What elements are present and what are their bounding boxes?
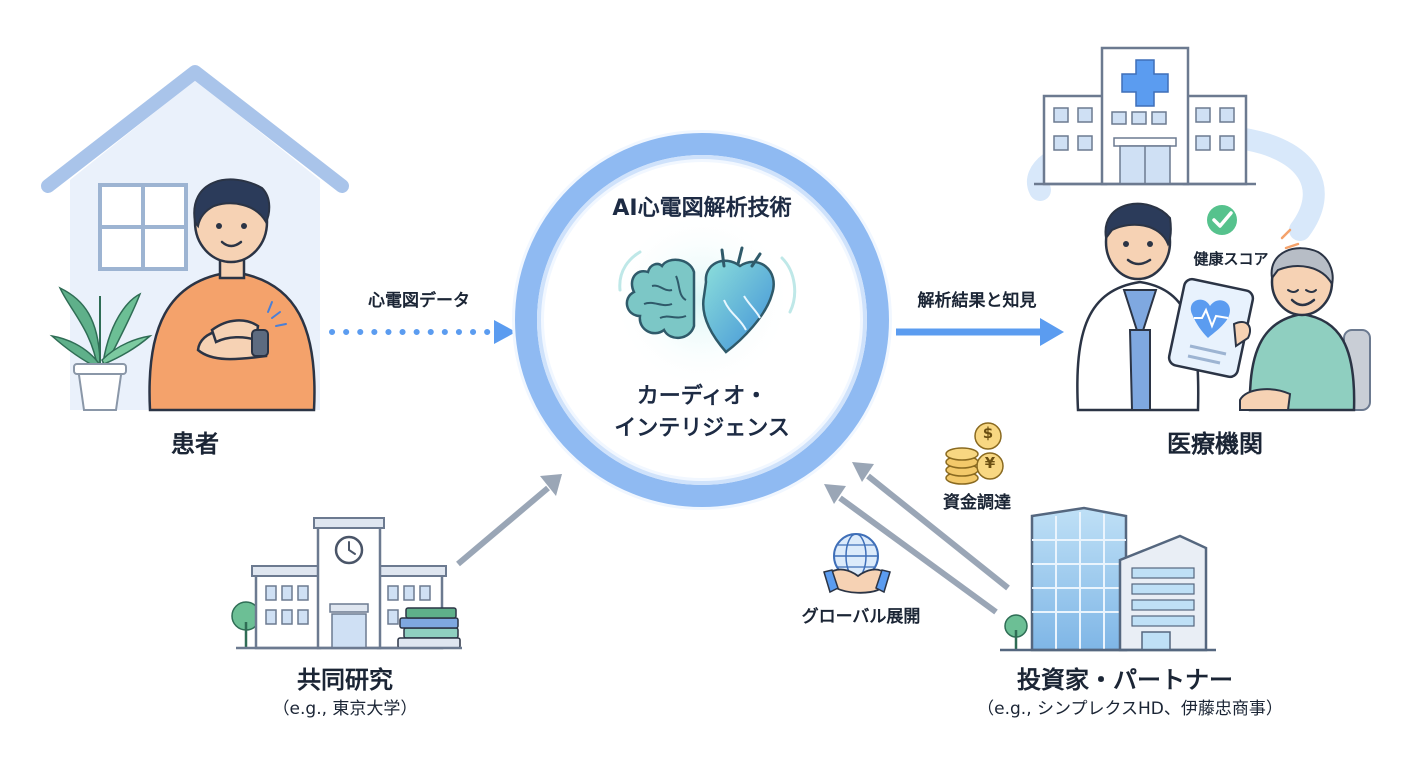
patient-house-illustration [41,65,349,412]
research-example: （e.g., 東京大学） [272,699,418,719]
hospital-label: 医療機関 [1167,430,1263,458]
check-badge-icon [1207,205,1237,235]
office-building-illustration [1000,506,1216,652]
research-label: 共同研究 [297,666,393,694]
hub-name-line1: カーディオ・ [636,384,768,409]
yen-icon: ¥ [984,454,996,472]
research-arrow [456,474,562,567]
window-icon [98,183,188,271]
hospital-illustration [1027,46,1371,412]
heart-icon [701,246,775,354]
hospital-building-icon [1034,46,1256,186]
funding-arrow [852,462,1010,591]
ecg-data-arrow [329,320,516,344]
investor-label: 投資家・パートナー [1017,666,1233,694]
coins-icon [945,422,1004,485]
patient-label: 患者 [171,430,219,458]
global-label: グローバル展開 [801,607,921,627]
globe-handshake-icon [823,533,891,594]
health-score-label: 健康スコア [1193,250,1269,268]
elderly-patient-person [1239,247,1371,412]
patient-person [148,178,316,412]
brain-icon [625,258,696,339]
clock-icon [334,535,364,565]
funding-label: 資金調達 [943,493,1011,513]
smartwatch-icon [251,329,269,357]
hub-title: AI心電図解析技術 [612,196,792,221]
results-arrow [896,318,1064,346]
hub-name-line2: インテリジェンス [614,416,790,441]
house-roof [41,65,349,193]
global-arrow [824,484,998,615]
ecg-data-label: 心電図データ [368,291,470,311]
university-illustration [231,517,462,650]
investor-example: （e.g., シンプレクスHD、伊藤忠商事） [977,699,1283,719]
books-icon [397,607,461,649]
dollar-icon: $ [982,424,994,442]
results-label: 解析結果と知見 [917,291,1037,311]
ai-hub [512,130,892,510]
plant-icon [49,286,153,411]
doctor-person [1076,202,1255,412]
